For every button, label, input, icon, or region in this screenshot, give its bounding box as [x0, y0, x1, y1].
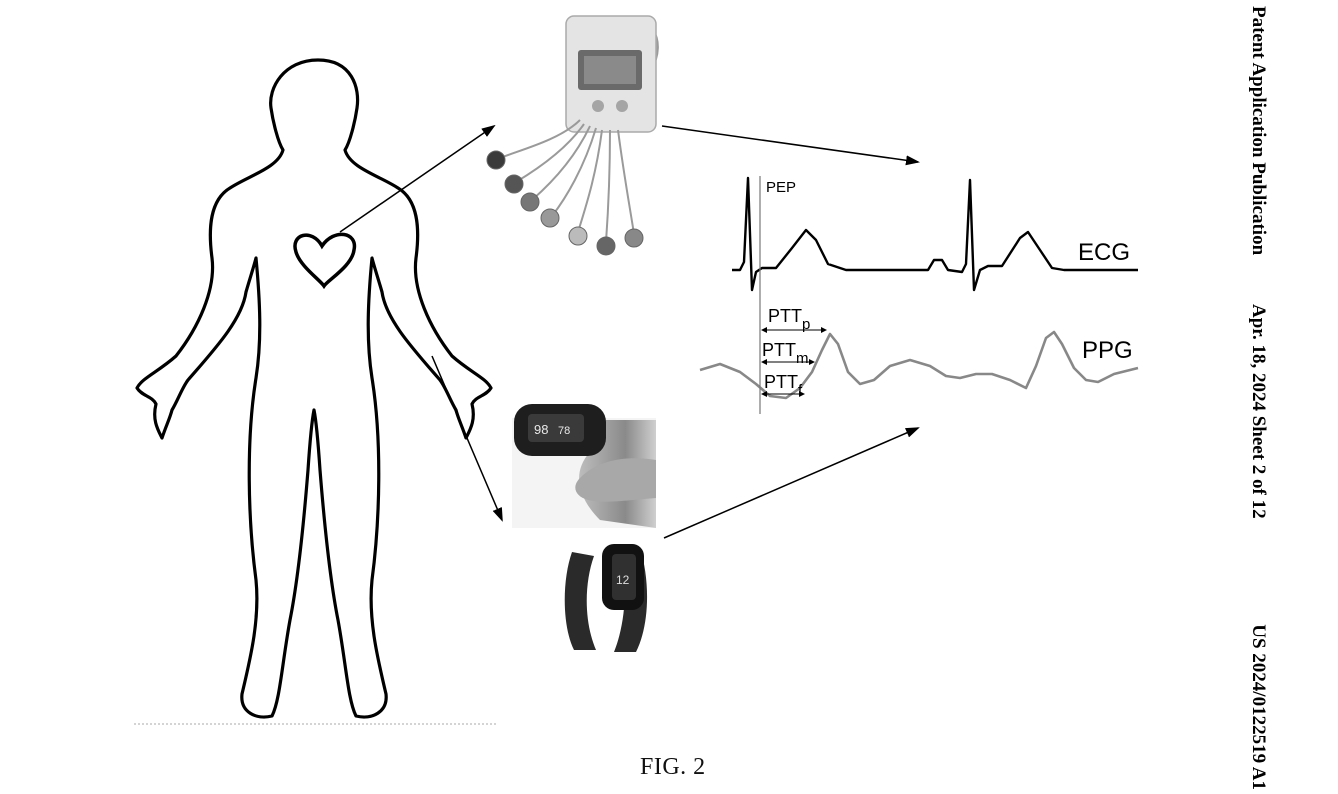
arrow-hand-to-ppg-devices — [431, 355, 503, 522]
pep-label: PEP — [766, 179, 796, 196]
ptt-f-base: PTT — [764, 372, 798, 392]
human-body-outline — [135, 58, 493, 719]
arrow-heart-to-ecg-device — [339, 124, 496, 233]
patent-number: US 2024/0122519 A1 — [1248, 624, 1269, 790]
ecg-electrode-leads — [499, 119, 635, 243]
ptt-m-subscript: m — [796, 350, 809, 367]
oximeter-reading-right: 78 — [558, 425, 570, 437]
ptt-p-label: PTTp — [768, 306, 810, 333]
ptt-m-label: PTTm — [762, 340, 809, 367]
ecg-electrodes — [486, 150, 644, 256]
ptt-p-subscript: p — [802, 316, 810, 333]
heart-icon — [293, 232, 357, 290]
arrow-ppg-devices-to-waveform — [663, 427, 920, 539]
fitness-band-photo: 12 — [564, 544, 648, 652]
figure-caption: FIG. 2 — [640, 754, 706, 780]
ecg-holter-device — [565, 15, 659, 133]
ptt-p-base: PTT — [768, 306, 802, 326]
date-sheet-label: Apr. 18, 2024 Sheet 2 of 12 — [1248, 304, 1269, 519]
ptt-m-base: PTT — [762, 340, 796, 360]
ptt-f-label: PTTf — [764, 372, 803, 399]
publication-label: Patent Application Publication — [1248, 6, 1269, 256]
pulse-oximeter-photo: 98 78 — [512, 404, 656, 528]
ecg-waveform — [732, 176, 1138, 292]
ptt-f-subscript: f — [798, 382, 803, 399]
watch-time-display: 12 — [616, 573, 630, 587]
arrow-ecg-device-to-waveform — [661, 125, 920, 166]
ppg-label: PPG — [1082, 337, 1133, 364]
ecg-label: ECG — [1078, 239, 1130, 266]
oximeter-reading-left: 98 — [534, 422, 548, 437]
patent-header: Patent Application Publication Apr. 18, … — [1240, 6, 1276, 790]
